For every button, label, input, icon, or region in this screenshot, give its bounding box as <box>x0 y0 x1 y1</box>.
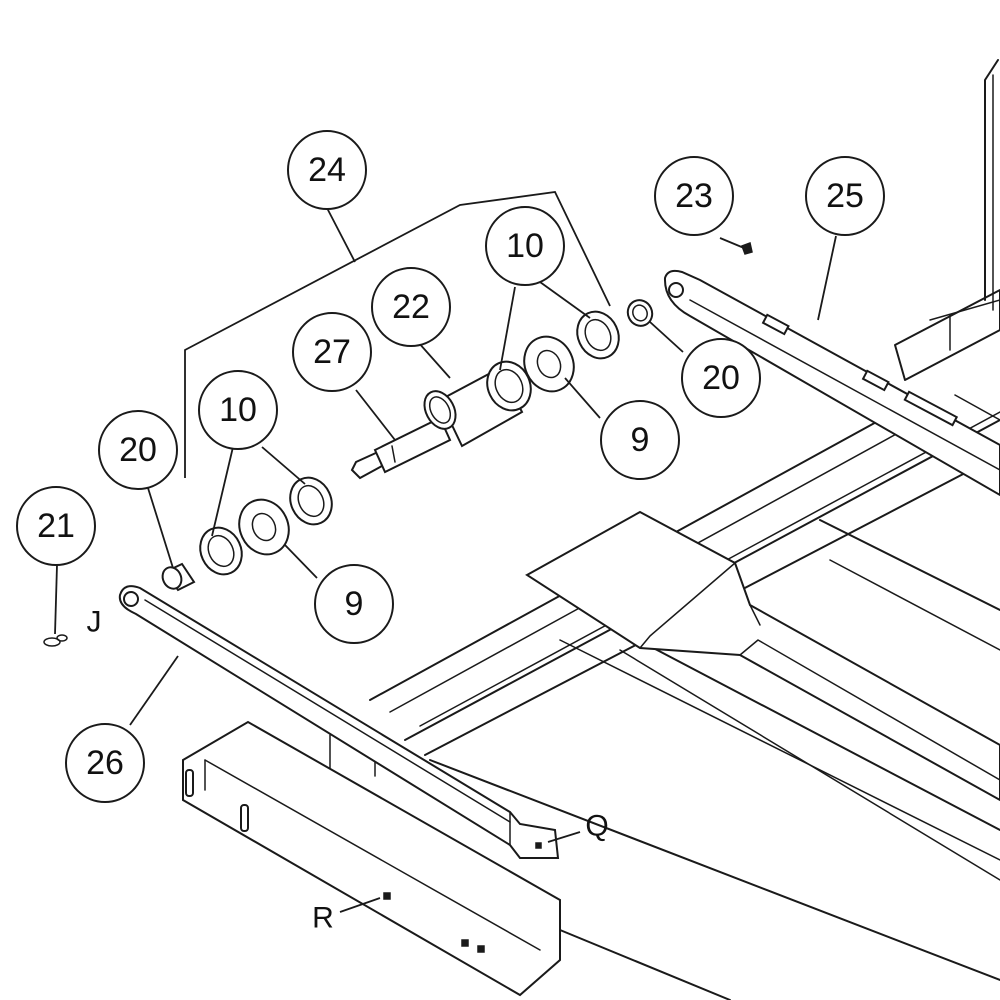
callout-21: 21 <box>16 486 96 566</box>
callout-9-left-label: 9 <box>345 585 364 623</box>
callout-21-label: 21 <box>37 507 75 545</box>
bearing-10-a <box>486 360 532 412</box>
bearing-10-c <box>289 476 333 526</box>
reference-letter-j: J <box>87 606 102 639</box>
callout-27-label: 27 <box>313 333 351 371</box>
callout-10-upper-label: 10 <box>506 227 544 265</box>
leader-lines <box>54 207 837 913</box>
arm-25 <box>663 269 1000 497</box>
callout-25-label: 25 <box>826 177 864 215</box>
callout-23: 23 <box>654 156 734 236</box>
reference-letter-r: R <box>312 902 334 935</box>
spacer-20-left <box>161 562 196 592</box>
callout-24: 24 <box>287 130 367 210</box>
callout-9-left: 9 <box>314 564 394 644</box>
callout-24-label: 24 <box>308 151 346 189</box>
reference-letter-q: Q <box>585 810 608 843</box>
callout-9-right-label: 9 <box>631 421 650 459</box>
bottom-channel <box>182 720 731 1000</box>
bearing-10-d <box>199 526 243 576</box>
arm-26 <box>118 585 560 859</box>
callout-26: 26 <box>65 723 145 803</box>
bearing-10-b <box>576 310 620 360</box>
spacer-20-right <box>626 299 654 327</box>
callout-22-label: 22 <box>392 288 430 326</box>
callout-10-lower-label: 10 <box>219 391 257 429</box>
callout-20-right: 20 <box>681 338 761 418</box>
washer-9-left <box>238 498 290 556</box>
callout-25: 25 <box>805 156 885 236</box>
upright-post <box>894 59 1000 381</box>
assembly-bracket-24 <box>184 191 611 478</box>
callout-10-lower: 10 <box>198 370 278 450</box>
center-bracket <box>525 510 1000 802</box>
callout-20-left-label: 20 <box>119 431 157 469</box>
callout-27: 27 <box>292 312 372 392</box>
screw-23 <box>741 241 753 255</box>
callout-23-label: 23 <box>675 177 713 215</box>
callout-9-right: 9 <box>600 400 680 480</box>
callout-20-right-label: 20 <box>702 359 740 397</box>
clip-21 <box>43 634 68 647</box>
callout-10-upper: 10 <box>485 206 565 286</box>
callout-20-left: 20 <box>98 410 178 490</box>
washer-9-right <box>523 335 575 393</box>
callout-26-label: 26 <box>86 744 124 782</box>
callout-22: 22 <box>371 267 451 347</box>
